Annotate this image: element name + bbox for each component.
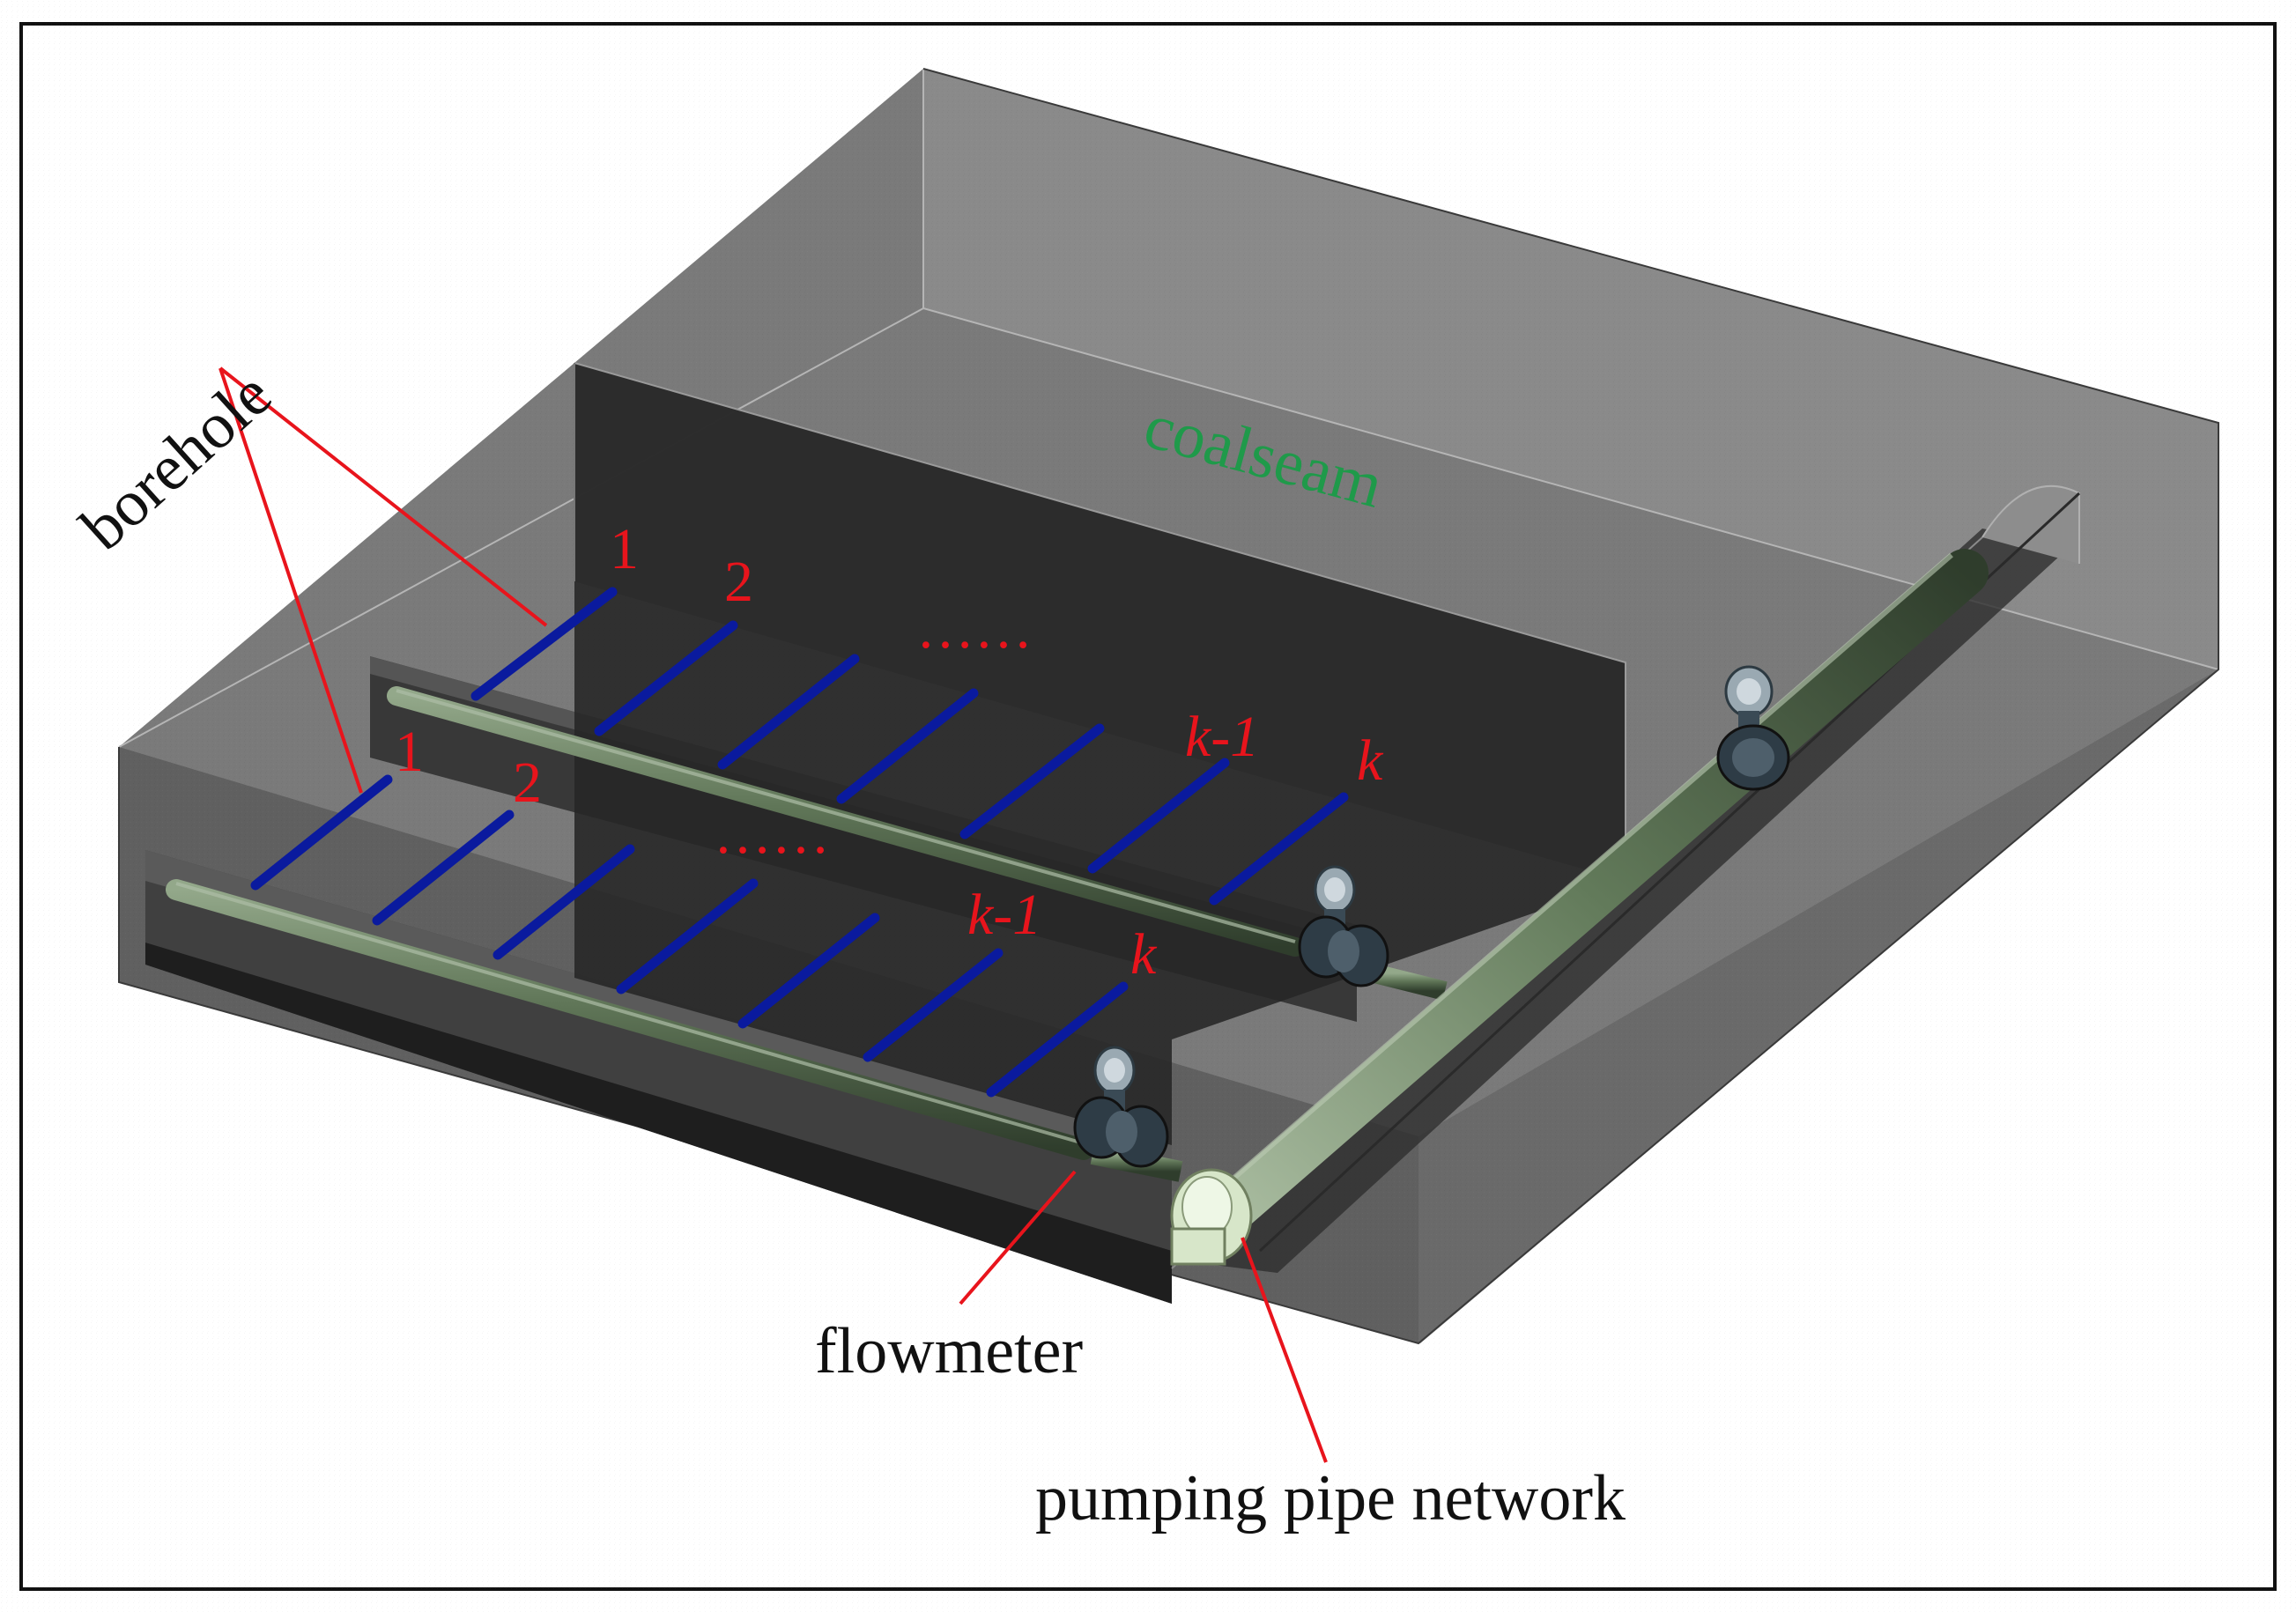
lower-index-k: k — [1130, 922, 1158, 987]
lower-index-k-minus-1: k-1 — [967, 883, 1041, 947]
upper-index-1: 1 — [610, 517, 639, 581]
borehole-upper-7 — [1209, 792, 1349, 906]
borehole-upper-3 — [717, 654, 860, 770]
borehole-upper-5 — [959, 723, 1105, 839]
borehole-lower-2 — [372, 810, 515, 926]
borehole-upper-1 — [470, 587, 618, 701]
lower-row-indices: 1 2 …… k-1 k — [395, 720, 1158, 987]
borehole-group-lower — [250, 774, 1129, 1098]
borehole-lower-6 — [863, 948, 1004, 1062]
upper-ellipsis: …… — [916, 596, 1033, 661]
upper-index-2: 2 — [724, 550, 753, 614]
upper-branch-pipe — [387, 686, 1305, 957]
pipe-network-leader — [1241, 1237, 1328, 1463]
lower-ellipsis: …… — [714, 802, 830, 866]
flowmeter-label: flowmeter — [815, 1315, 1083, 1387]
flowmeter-icon — [1073, 1046, 1169, 1168]
upper-index-k: k — [1357, 728, 1384, 793]
borehole-lower-1 — [250, 774, 393, 891]
upper-index-k-minus-1: k-1 — [1185, 705, 1259, 769]
borehole-lower-3 — [493, 844, 635, 960]
upper-row-indices: 1 2 …… k-1 k — [610, 517, 1384, 793]
borehole-upper-4 — [836, 688, 979, 804]
main-pumping-pipe — [1201, 549, 1989, 1239]
flowmeter-leader — [959, 1170, 1077, 1305]
pumping-pipe-network-label: pumping pipe network — [1035, 1462, 1626, 1534]
borehole-leader-upper — [218, 366, 548, 627]
lower-index-2: 2 — [513, 751, 542, 815]
borehole-upper-6 — [1087, 758, 1230, 874]
flowmeter-icon — [1716, 665, 1790, 791]
borehole-leader-lower — [218, 367, 363, 794]
borehole-lower-5 — [737, 913, 880, 1029]
pipe-outlet-icon — [1170, 1168, 1253, 1266]
lower-index-1: 1 — [395, 720, 424, 784]
borehole-lower-7 — [986, 981, 1129, 1098]
leader-lines — [218, 366, 1328, 1463]
flowmeter-icon — [1298, 865, 1389, 987]
borehole-upper-2 — [594, 620, 738, 736]
borehole-lower-4 — [616, 878, 759, 995]
borehole-group-upper — [470, 587, 1349, 906]
lower-branch-pipe — [166, 879, 1094, 1160]
